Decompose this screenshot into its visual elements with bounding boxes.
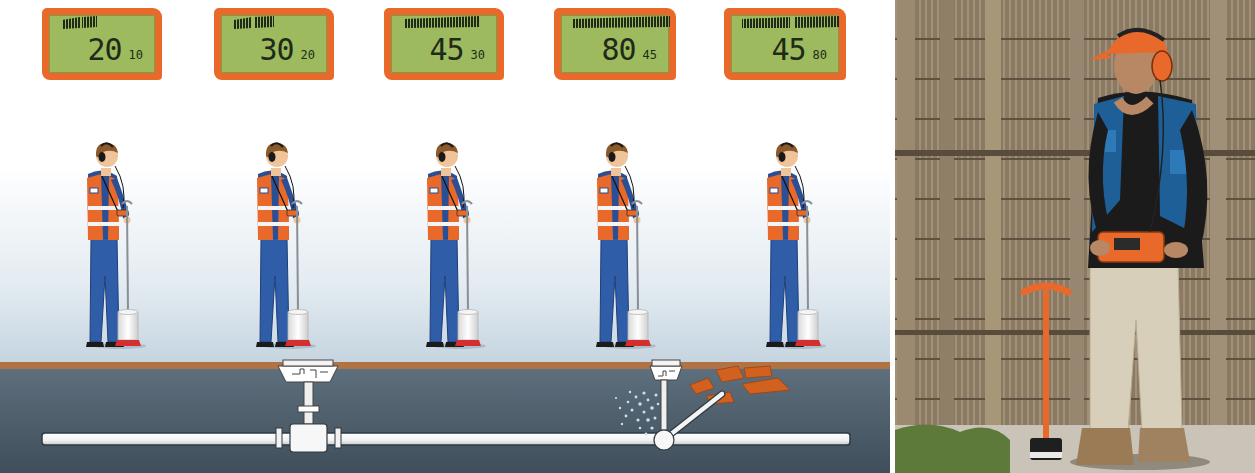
lcd-display: 30 20 <box>214 8 334 80</box>
level-bar <box>573 16 670 28</box>
valve-detail <box>658 371 675 376</box>
bricks <box>690 366 790 404</box>
cap-brim <box>1090 52 1112 60</box>
level-bar <box>254 16 274 28</box>
pipe-tee <box>654 430 674 450</box>
level-bar <box>62 17 80 29</box>
valve <box>276 360 341 452</box>
lcd-display: 45 80 <box>724 8 846 80</box>
boot <box>1076 428 1134 465</box>
reading-value: 20 <box>87 35 121 65</box>
photo <box>895 0 1255 473</box>
lcd-display: 80 45 <box>554 8 676 80</box>
flange <box>276 428 282 448</box>
grass <box>895 424 1010 473</box>
valve-box <box>650 366 682 380</box>
level-bar <box>404 16 480 28</box>
level-bar <box>794 16 840 28</box>
lcd-display: 2010 <box>42 8 162 80</box>
service-valve <box>615 360 790 450</box>
previous-value: 20 <box>301 49 315 61</box>
water-pipe <box>42 433 850 445</box>
service-pipe <box>666 394 722 438</box>
pavement <box>895 425 1255 473</box>
ground-microphone <box>1030 438 1062 460</box>
level-bar <box>234 17 252 29</box>
valve-wheel <box>298 406 319 412</box>
leak-spray <box>615 391 659 436</box>
flange <box>335 428 341 448</box>
probe-handle <box>1024 286 1068 292</box>
valve-stem <box>661 380 667 430</box>
probe-stick <box>1043 290 1049 440</box>
valve-cover <box>283 360 333 366</box>
microphone-base <box>1030 452 1062 458</box>
level-bar <box>742 17 790 28</box>
bamboo-pole <box>1210 0 1226 440</box>
worker-figure <box>256 143 311 347</box>
worker-figure <box>426 143 481 347</box>
previous-value: 80 <box>813 49 827 61</box>
hand <box>1164 242 1188 258</box>
cable <box>1150 80 1163 232</box>
reading-value: 45 <box>429 35 463 65</box>
device-screen <box>1114 238 1140 250</box>
bamboo-pole <box>1070 0 1084 440</box>
worker-figure <box>86 143 141 347</box>
arm <box>1088 112 1112 240</box>
service-pipe <box>666 394 722 438</box>
reading-value: 30 <box>259 35 293 65</box>
valve-detail <box>292 369 328 378</box>
level-bar <box>82 16 97 28</box>
valve-stem <box>304 382 313 424</box>
cap <box>1104 30 1168 54</box>
bamboo-pole <box>985 0 1001 440</box>
previous-value: 30 <box>471 49 485 61</box>
lcd-display: 45 30 <box>384 8 504 80</box>
trousers <box>1090 262 1182 432</box>
valve-cover <box>652 360 680 366</box>
fence-rail <box>895 330 1255 335</box>
neck <box>1118 100 1150 110</box>
boot <box>1138 428 1190 462</box>
sky-background <box>0 0 890 368</box>
worker-figure <box>596 143 651 347</box>
fence <box>895 0 1255 473</box>
valve-body <box>290 424 327 452</box>
worker-figure <box>766 143 821 347</box>
headphone-band <box>1118 30 1164 40</box>
reading-value: 80 <box>601 35 635 65</box>
previous-value: 45 <box>643 49 657 61</box>
previous-value: 10 <box>129 49 143 61</box>
hand <box>1090 240 1110 256</box>
headphone <box>1152 51 1172 81</box>
bamboo-pole <box>940 0 954 440</box>
reading-value: 45 <box>771 35 805 65</box>
bamboo-pole <box>897 0 915 440</box>
valve-box <box>278 366 338 382</box>
arm <box>1180 110 1207 252</box>
